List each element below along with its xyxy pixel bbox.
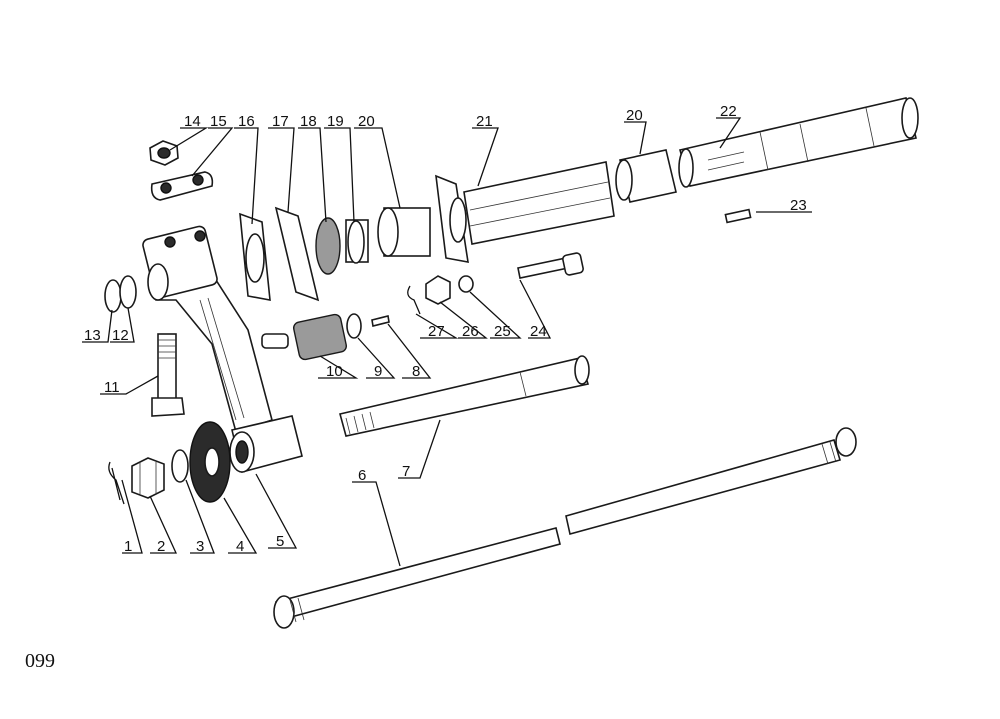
part-27-cotter-pin (407, 285, 421, 315)
part-3-washer (171, 449, 189, 483)
callout-1: 1 (124, 538, 132, 555)
callout-6: 6 (358, 467, 366, 484)
callout-23: 23 (790, 197, 807, 214)
callout-13: 13 (84, 327, 101, 344)
part-18-felt-ring (315, 217, 341, 275)
part-15-plate (150, 171, 214, 201)
callout-26: 26 (462, 323, 479, 340)
page-number: 099 (25, 650, 55, 672)
part-10-felt-bushing (292, 313, 348, 361)
callout-16: 16 (238, 113, 255, 130)
callout-21: 21 (476, 113, 493, 130)
callout-15: 15 (210, 113, 227, 130)
part-14-nut (149, 140, 179, 166)
part-22-splined-shaft (678, 97, 919, 188)
callout-10: 10 (326, 363, 343, 380)
part-25-washer (458, 275, 474, 293)
part-16-flange (239, 212, 271, 301)
callout-2: 2 (157, 538, 165, 555)
callout-25: 25 (494, 323, 511, 340)
part-8-pin (371, 315, 390, 327)
callout-5: 5 (276, 533, 284, 550)
callout-18: 18 (300, 113, 317, 130)
callout-27: 27 (428, 323, 445, 340)
part-11-bolt (151, 333, 185, 417)
callout-8: 8 (412, 363, 420, 380)
callout-19: 19 (327, 113, 344, 130)
callout-3: 3 (196, 538, 204, 555)
callout-20: 20 (358, 113, 375, 130)
callout-7: 7 (402, 463, 410, 480)
part-24-bolt (517, 252, 584, 279)
part-26-castle-nut (425, 275, 451, 305)
part-2-castle-nut (131, 457, 165, 499)
callout-24: 24 (530, 323, 547, 340)
part-20-sleeve-b (615, 149, 677, 203)
part-20-sleeve (377, 207, 431, 257)
part-19-bushing (345, 219, 369, 264)
callout-14: 14 (184, 113, 201, 130)
part-7-shaft (339, 355, 590, 437)
part-6-long-shaft (273, 427, 857, 629)
callout-11: 11 (104, 379, 120, 396)
part-13-snap-ring (104, 279, 122, 313)
part-1-cotter-pin (108, 461, 125, 505)
callout-12: 12 (112, 327, 129, 344)
callout-22: 22 (720, 103, 737, 120)
leader-lines (82, 117, 812, 567)
part-17-gasket (274, 206, 320, 302)
part-5-arm (142, 225, 303, 473)
callout-17: 17 (272, 113, 289, 130)
part-9-washer (346, 313, 362, 339)
callout-20-b: 20 (626, 107, 643, 124)
part-12-ring (119, 275, 137, 309)
callout-numbers: 1 2 3 4 5 6 7 8 9 10 11 12 13 14 15 16 1… (84, 103, 807, 555)
callout-4: 4 (236, 538, 244, 555)
part-4-disc (189, 421, 231, 503)
callout-9: 9 (374, 363, 382, 380)
part-21-tube (435, 161, 615, 263)
part-23-key (724, 208, 752, 224)
